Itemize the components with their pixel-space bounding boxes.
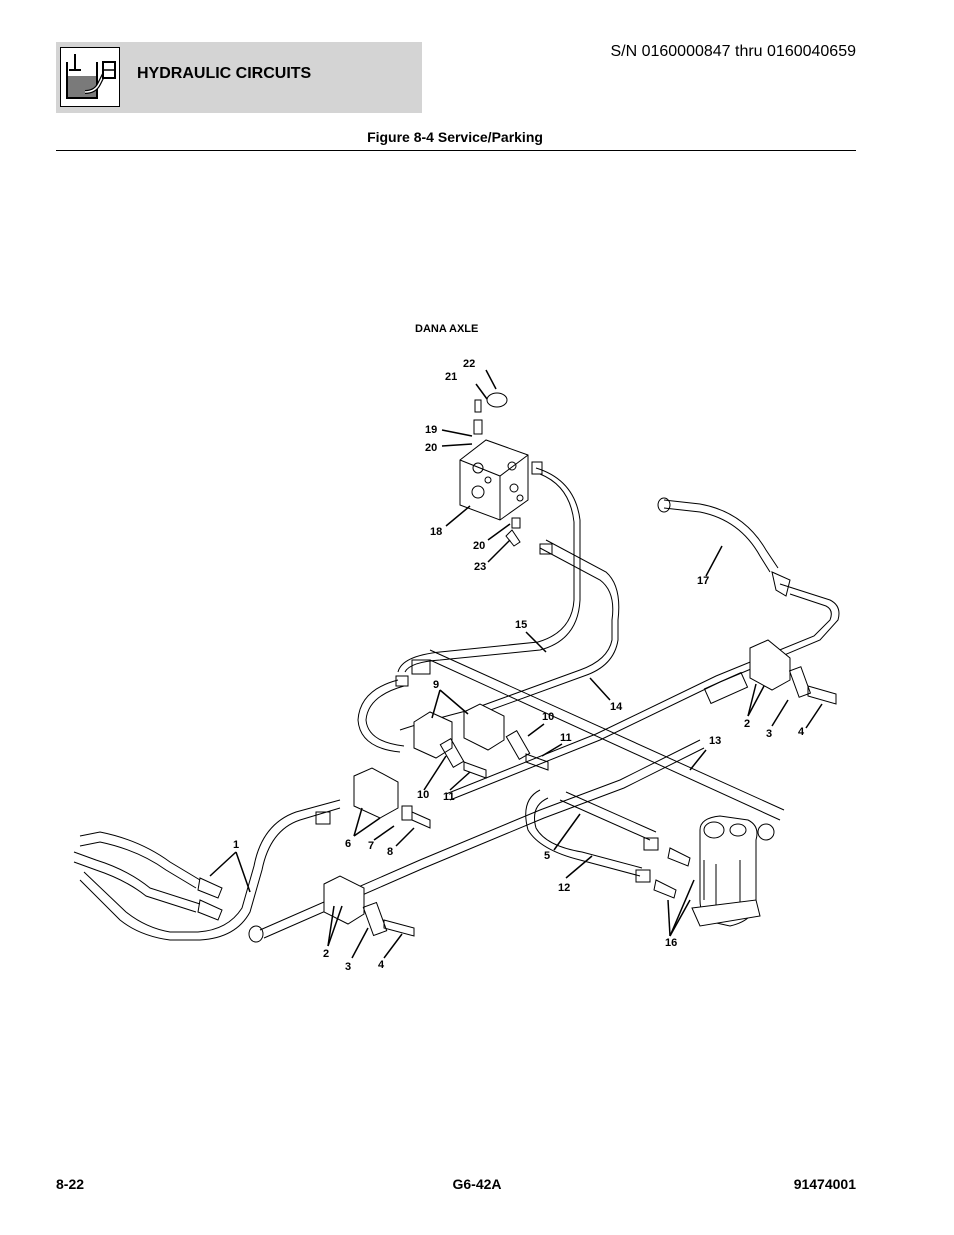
callout-13: 13 [709, 735, 721, 747]
model-number: G6-42A [452, 1176, 502, 1192]
callout-22: 22 [463, 358, 475, 370]
callout-11-lower: 11 [443, 791, 455, 803]
callout-23: 23 [474, 561, 486, 573]
view-label: DANA AXLE [415, 323, 478, 335]
document-number: 91474001 [793, 1176, 856, 1192]
figure-title: Figure 8-4 Service/Parking [367, 129, 543, 145]
callout-5: 5 [544, 850, 550, 862]
callout-4-lower: 4 [378, 959, 385, 971]
callout-9: 9 [433, 679, 439, 691]
serial-range: S/N 0160000847 thru 0160040659 [610, 43, 856, 60]
callout-3-lower: 3 [345, 961, 351, 973]
callout-11: 11 [560, 732, 572, 744]
callout-10-lower: 10 [417, 789, 429, 801]
section-title: HYDRAULIC CIRCUITS [137, 65, 312, 82]
callout-labels: 22 21 19 20 18 20 23 15 14 17 13 9 10 11… [233, 358, 805, 973]
callout-10: 10 [542, 711, 554, 723]
callout-7: 7 [368, 840, 374, 852]
callout-14: 14 [610, 701, 623, 713]
callout-2-lower: 2 [323, 948, 329, 960]
callout-3-right: 3 [766, 728, 772, 740]
callout-8: 8 [387, 846, 393, 858]
callout-4-right: 4 [798, 726, 805, 738]
callout-15: 15 [515, 619, 527, 631]
page-number: 8-22 [56, 1176, 85, 1192]
hydraulic-circuit-icon [60, 47, 120, 107]
callout-18: 18 [430, 526, 442, 538]
callout-16: 16 [665, 937, 677, 949]
callout-19: 19 [425, 424, 437, 436]
callout-2-right: 2 [744, 718, 750, 730]
callout-17: 17 [697, 575, 709, 587]
callout-1: 1 [233, 839, 239, 851]
callout-20: 20 [425, 442, 437, 454]
callout-21: 21 [445, 371, 457, 383]
callout-12: 12 [558, 882, 570, 894]
callout-6: 6 [345, 838, 351, 850]
header-rule [56, 150, 856, 151]
callout-20-lower: 20 [473, 540, 485, 552]
